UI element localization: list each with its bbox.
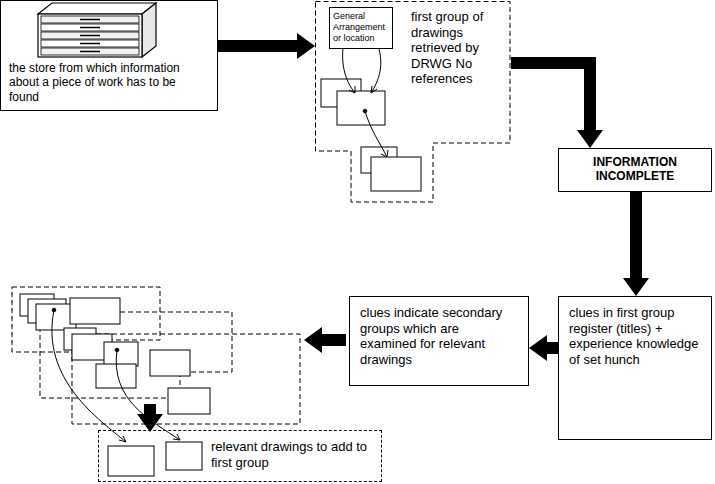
block-arrow [218, 40, 297, 52]
block-arrow [547, 342, 558, 354]
node-text: the store from which information about a… [9, 61, 209, 104]
node-text: relevant drawings to add to first group [211, 439, 371, 470]
node-text: clues in first group register (titles) +… [569, 305, 701, 367]
clues-box: clues in first group register (titles) +… [558, 296, 712, 440]
node-text: INFORMATION INCOMPLETE [563, 155, 707, 184]
drawing-sheets [20, 294, 210, 476]
first-group-region: first group of drawings retrieved by DRW… [315, 1, 511, 203]
store-box: the store from which information about a… [0, 0, 218, 111]
status-box: INFORMATION INCOMPLETE [558, 148, 712, 192]
node-text: clues indicate secondary groups which ar… [360, 305, 518, 367]
block-arrow [630, 192, 642, 278]
relevant-drawings-region: relevant drawings to add to first group [98, 430, 382, 482]
block-arrows [150, 340, 346, 414]
block-arrow [511, 63, 590, 130]
node-text: General Arrangement or location [333, 11, 389, 43]
node-text: first group of drawings retrieved by DRW… [411, 9, 507, 87]
leader-arrows [52, 308, 180, 442]
filing-cabinet [38, 3, 156, 57]
process-box: clues indicate secondary groups which ar… [349, 296, 529, 386]
general-arrangement-sheet: General Arrangement or location [329, 7, 393, 49]
